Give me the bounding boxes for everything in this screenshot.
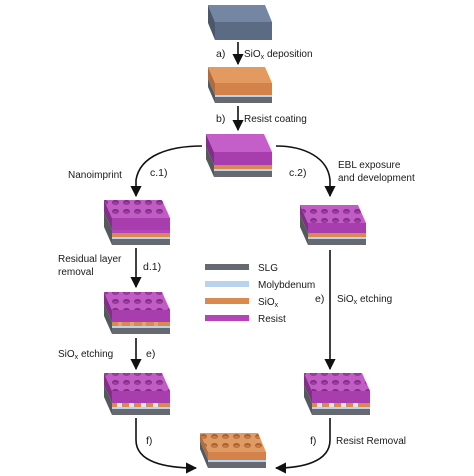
arrow-f-right [274,418,331,474]
legend-swatch-siox [205,298,249,304]
ebl-label-line1: EBL exposure [338,160,401,171]
step-a-label: a) [216,48,225,60]
final-patterned-block [200,433,266,468]
residual-layer-label-line2: removal [58,267,94,278]
resist-removal-label: Resist Removal [336,436,406,447]
step-c2-label: c.2) [289,167,307,179]
step-c1-label: c.1) [150,167,168,179]
step-e-left-label: e) [146,348,155,360]
residual-layer-label-line1: Residual layer [58,254,122,265]
siox-block [208,67,272,103]
arrow-c2 [275,145,336,198]
nanoimprint-label: Nanoimprint [68,170,122,181]
step-e-right-label: e) [315,293,324,305]
siox-deposition-label: SiOx deposition [244,49,313,61]
right-etched-block [304,373,370,415]
substrate-block [208,5,272,40]
etch-right-label: SiOx etching [337,294,392,306]
ebl-block [300,205,366,245]
legend-label-siox: SiOx [258,297,279,309]
legend-label-resist: Resist [258,314,286,325]
legend: SLG Molybdenum SiOx Resist [205,263,315,325]
resist-coating-label: Resist coating [244,114,307,125]
step-b-label: b) [216,113,225,125]
step-f-right-label: f) [310,435,316,447]
step-f-left-label: f) [146,435,152,447]
arrow-c1 [130,145,203,198]
arrow-f-left [135,418,198,474]
legend-swatch-resist [205,315,249,321]
legend-label-slg: SLG [258,263,278,274]
ebl-label-line2: and development [338,173,415,184]
legend-swatch-molybdenum [205,281,249,287]
step-d1-label: d.1) [143,261,161,273]
legend-swatch-slg [205,264,249,270]
left-etched-block [104,373,170,415]
etch-left-label: SiOx etching [58,349,113,361]
resist-coated-block [206,134,272,177]
nanoimprint-block [104,200,170,245]
residual-removed-block [104,292,170,334]
legend-label-molybdenum: Molybdenum [258,280,315,291]
